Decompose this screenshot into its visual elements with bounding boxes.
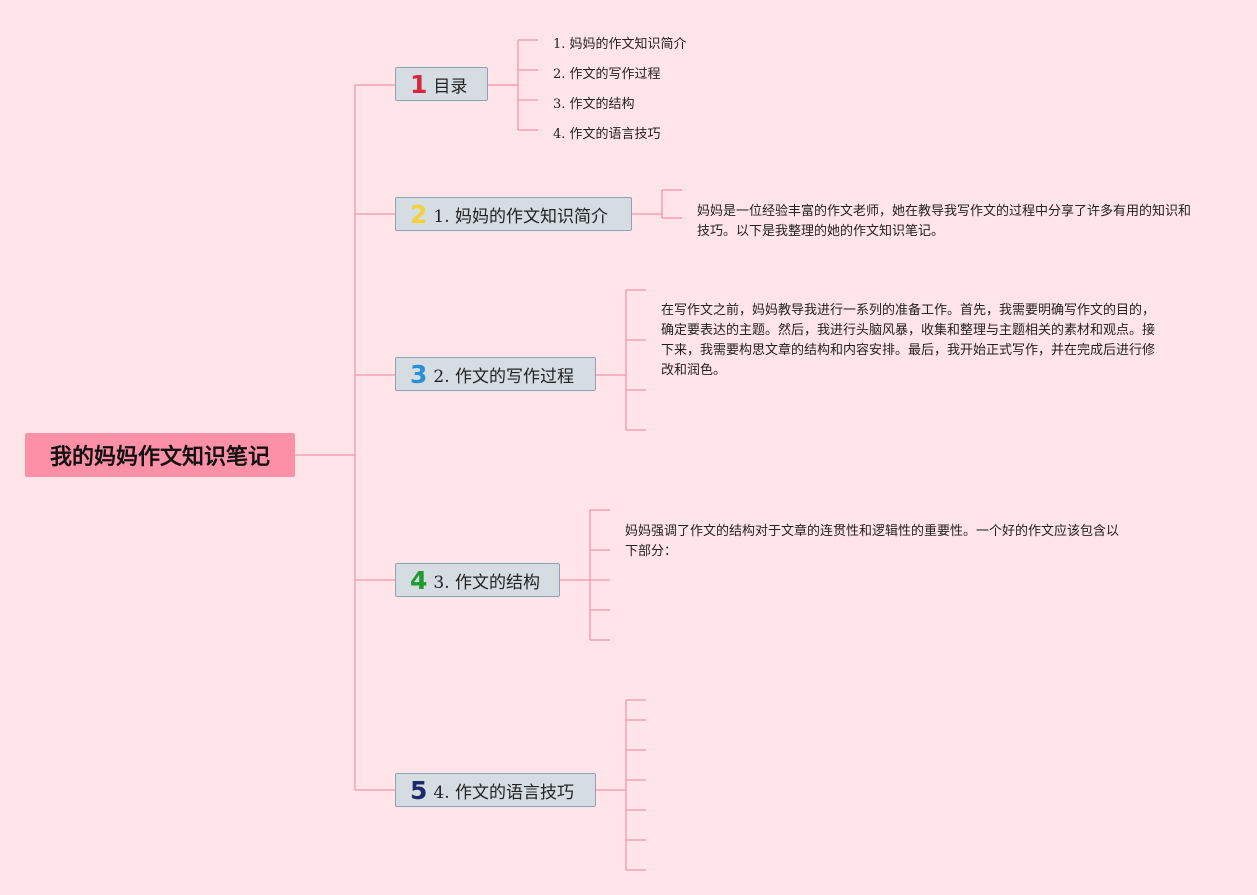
branch-label: 3. 作文的结构 — [433, 572, 541, 593]
branch-label: 目录 — [433, 76, 468, 97]
branch-structure[interactable]: 4 3. 作文的结构 — [395, 563, 560, 597]
number-two-icon: 2 — [410, 199, 428, 229]
root-title: 我的妈妈作文知识笔记 — [49, 445, 270, 470]
toc-item[interactable]: 1. 妈妈的作文知识简介 — [553, 37, 687, 52]
toc-item[interactable]: 2. 作文的写作过程 — [553, 67, 661, 82]
number-three-icon: 3 — [410, 359, 428, 389]
branch-writing-process[interactable]: 3 2. 作文的写作过程 — [395, 357, 596, 391]
branch-language-skills[interactable]: 5 4. 作文的语言技巧 — [395, 773, 596, 807]
branch-label: 1. 妈妈的作文知识简介 — [433, 206, 609, 227]
branch-toc[interactable]: 1 目录 — [395, 67, 488, 101]
number-four-icon: 4 — [410, 565, 428, 595]
toc-item[interactable]: 3. 作文的结构 — [553, 97, 635, 112]
structure-paragraph: 妈妈强调了作文的结构对于文章的连贯性和逻辑性的重要性。一个好的作文应该包含以下部… — [625, 524, 1120, 559]
intro-paragraph: 妈妈是一位经验丰富的作文老师，她在教导我写作文的过程中分享了许多有用的知识和技巧… — [697, 204, 1192, 239]
writing-process-paragraph: 在写作文之前，妈妈教导我进行一系列的准备工作。首先，我需要明确写作文的目的，确定… — [661, 303, 1156, 378]
branch-label: 4. 作文的语言技巧 — [433, 782, 575, 803]
number-one-icon: 1 — [410, 69, 428, 99]
number-five-icon: 5 — [410, 775, 428, 805]
root-node[interactable]: 我的妈妈作文知识笔记 — [25, 433, 295, 477]
branch-label: 2. 作文的写作过程 — [433, 366, 575, 387]
branch-intro[interactable]: 2 1. 妈妈的作文知识简介 — [395, 197, 632, 231]
toc-item[interactable]: 4. 作文的语言技巧 — [553, 127, 661, 142]
